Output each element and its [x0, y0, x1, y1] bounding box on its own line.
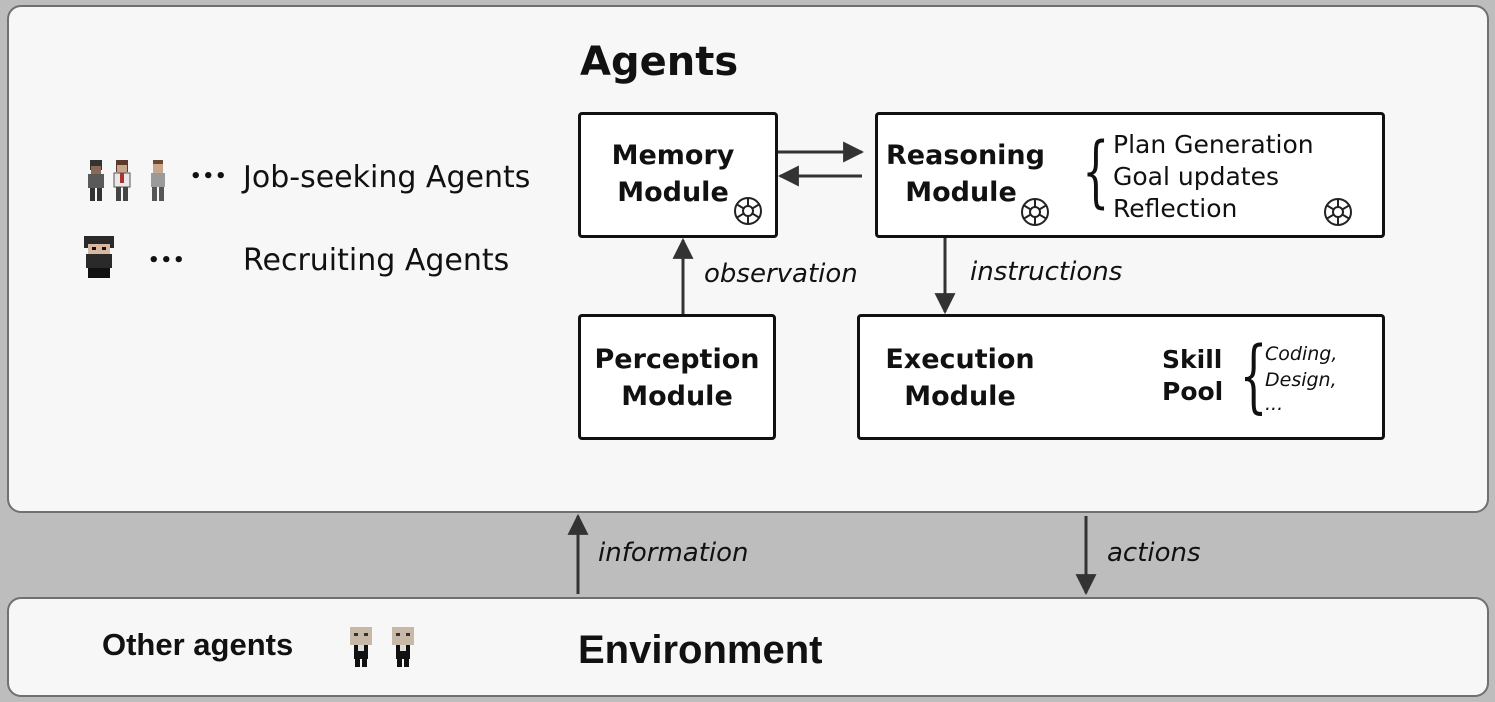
skill-pool-label-line2: Pool [1162, 377, 1224, 406]
reasoning-items-llm-icon [1324, 198, 1352, 226]
skill-design: Design, [1265, 369, 1337, 391]
recruiting-agents-label: Recruiting Agents [243, 243, 510, 278]
reasoning-module-title-line1: Reasoning [886, 140, 1045, 171]
recruiting-agent-icon [80, 234, 120, 280]
memory-module-title-line2: Module [617, 177, 729, 208]
memory-llm-icon [734, 197, 762, 225]
memory-module-title-line1: Memory [611, 140, 735, 171]
execution-module: Execution Module Skill Pool { Coding, De… [857, 314, 1385, 440]
other-agents-icons [346, 625, 426, 669]
observation-label: observation [704, 259, 858, 289]
information-label: information [598, 538, 749, 568]
reasoning-llm-icon [1021, 198, 1049, 226]
execution-module-title-line2: Module [904, 381, 1016, 412]
skill-more: ... [1265, 393, 1284, 415]
reasoning-brace: { [1082, 127, 1110, 217]
perception-module: Perception Module [578, 314, 776, 440]
agents-title: Agents [580, 39, 739, 85]
actions-label: actions [1107, 538, 1201, 568]
instructions-label: instructions [970, 257, 1123, 287]
job-seeking-agent-icons [86, 158, 176, 204]
perception-module-title-line1: Perception [594, 344, 760, 375]
environment-title: Environment [578, 628, 823, 672]
reasoning-module: Reasoning Module { Plan Generation Goal … [875, 112, 1385, 238]
skill-pool-brace: { [1239, 329, 1268, 422]
skill-pool-label-line1: Skill [1162, 345, 1223, 374]
reasoning-module-title-line2: Module [905, 177, 1017, 208]
job-seeking-ellipsis: ••• [190, 166, 228, 187]
other-agents-label: Other agents [102, 627, 294, 662]
environment-panel [7, 597, 1489, 697]
recruiting-ellipsis: ••• [148, 250, 186, 271]
skill-coding: Coding, [1265, 343, 1338, 365]
reasoning-item-goal-updates: Goal updates [1113, 162, 1279, 191]
perception-module-title-line2: Module [621, 381, 733, 412]
reasoning-item-plan-generation: Plan Generation [1113, 130, 1314, 159]
reasoning-item-reflection: Reflection [1113, 194, 1238, 223]
job-seeking-agents-label: Job-seeking Agents [243, 160, 531, 195]
memory-module: Memory Module [578, 112, 778, 238]
execution-module-title-line1: Execution [885, 344, 1035, 375]
